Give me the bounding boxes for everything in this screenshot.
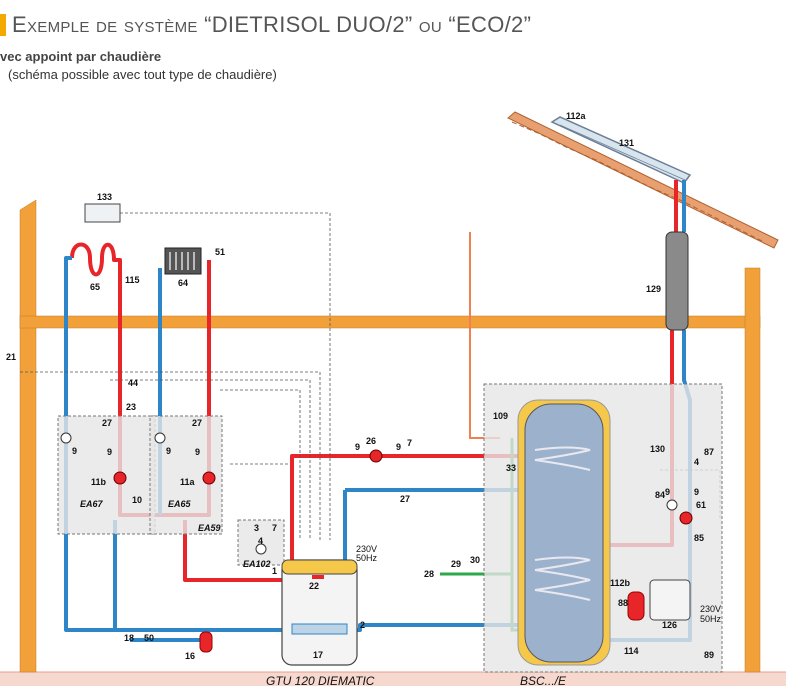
label-22: 22	[309, 581, 319, 591]
label-27c: 27	[400, 494, 410, 504]
label-131: 131	[619, 138, 634, 148]
thermometers	[60, 432, 678, 555]
label-tank-model: BSC.../E	[520, 674, 567, 688]
label-64: 64	[178, 278, 188, 288]
label-18: 18	[124, 633, 134, 643]
label-boiler-model: GTU 120 DIEMATIC	[266, 674, 375, 688]
label-50hz-boiler: 50Hz	[356, 553, 378, 563]
label-9g: 9	[665, 487, 670, 497]
label-3: 3	[254, 523, 259, 533]
solar-column	[665, 231, 689, 331]
label-130: 130	[650, 444, 665, 454]
label-85: 85	[694, 533, 704, 543]
label-115: 115	[125, 275, 140, 285]
label-112a: 112a	[566, 111, 587, 121]
label-11b: 11b	[91, 477, 107, 487]
label-1: 1	[272, 566, 277, 576]
page-note: (schéma possible avec tout type de chaud…	[8, 67, 277, 82]
expansion-vessel-solar	[627, 591, 645, 621]
label-9h: 9	[694, 487, 699, 497]
label-87: 87	[704, 447, 714, 457]
label-109: 109	[493, 411, 508, 421]
label-10: 10	[132, 495, 142, 505]
page-subtitle: vec appoint par chaudière	[0, 49, 162, 64]
room-thermostat	[84, 203, 121, 223]
label-4b: 4	[694, 457, 699, 467]
label-9d: 9	[195, 447, 200, 457]
label-30: 30	[470, 555, 480, 565]
label-114: 114	[624, 646, 639, 656]
label-21: 21	[6, 352, 16, 362]
label-230v-solar: 230V	[700, 604, 721, 614]
label-27b: 27	[192, 418, 202, 428]
radiator-fins	[169, 252, 195, 270]
label-9a: 9	[72, 446, 77, 456]
label-ea65: EA65	[168, 499, 192, 509]
building-frame	[19, 199, 761, 673]
label-61: 61	[696, 500, 706, 510]
title-accent-bar	[0, 14, 6, 36]
label-29: 29	[451, 559, 461, 569]
label-9f: 9	[396, 442, 401, 452]
label-129: 129	[646, 284, 661, 294]
label-112b: 112b	[610, 578, 631, 588]
label-88: 88	[618, 598, 628, 608]
label-7a: 7	[272, 523, 277, 533]
header: Exemple de système “DIETRISOL DUO/2” ou …	[0, 0, 786, 90]
label-7b: 7	[407, 438, 412, 448]
solar-collector	[550, 116, 692, 184]
floor-strip	[0, 672, 786, 686]
label-44: 44	[128, 378, 138, 388]
label-9c: 9	[166, 446, 171, 456]
label-17: 17	[313, 650, 323, 660]
label-16: 16	[185, 651, 195, 661]
label-9b: 9	[107, 447, 112, 457]
label-28: 28	[424, 569, 434, 579]
label-ea102: EA102	[243, 559, 271, 569]
label-50hz-solar: 50Hz	[700, 614, 722, 624]
label-9e: 9	[355, 442, 360, 452]
label-23: 23	[126, 402, 136, 412]
pumps	[113, 449, 693, 525]
label-27a: 27	[102, 418, 112, 428]
radiator	[164, 247, 202, 275]
label-230v-boiler: 230V	[356, 544, 377, 554]
label-51: 51	[215, 247, 225, 257]
label-4a: 4	[258, 536, 263, 546]
page-title: Exemple de système “DIETRISOL DUO/2” ou …	[12, 12, 532, 37]
label-84: 84	[655, 490, 665, 500]
label-33: 33	[506, 463, 516, 473]
label-ea67: EA67	[80, 499, 104, 509]
label-133: 133	[97, 192, 112, 202]
label-ea59: EA59	[198, 523, 221, 533]
label-11a: 11a	[180, 477, 196, 487]
label-50: 50	[144, 633, 154, 643]
label-65: 65	[90, 282, 100, 292]
label-89: 89	[704, 650, 714, 660]
storage-tank	[517, 399, 611, 666]
label-2: 2	[360, 620, 365, 630]
roof	[507, 111, 779, 249]
boiler	[281, 559, 358, 666]
solar-regulator	[649, 579, 691, 621]
label-26: 26	[366, 436, 376, 446]
label-126: 126	[662, 620, 677, 630]
expansion-vessel-heating	[199, 631, 213, 653]
